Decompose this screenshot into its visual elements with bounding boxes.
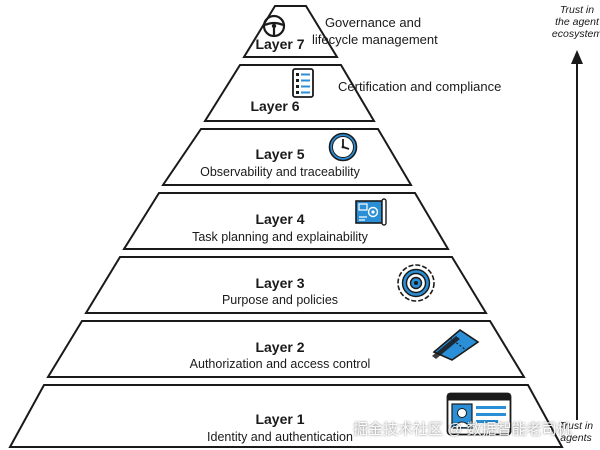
layer-2-subtitle: Authorization and access control — [189, 357, 371, 371]
layer-7-title: Layer 7 — [255, 36, 305, 52]
arrow-top-label-line-3: ecosystem — [551, 28, 600, 40]
layer-4-title: Layer 4 — [255, 211, 305, 227]
arrow-bottom-label-line-1: Trust in — [558, 420, 594, 432]
layer-6-title: Layer 6 — [250, 98, 300, 114]
arrow-bottom-label: Trust in agents — [553, 420, 599, 444]
layer-1-band — [8, 384, 564, 448]
layer-3-band — [84, 256, 488, 314]
blueprint-icon — [355, 198, 387, 226]
layer-3-subtitle: Purpose and policies — [221, 293, 339, 307]
layer-5-subtitle: Observability and traceability — [200, 165, 360, 179]
layer-7-subtitle-line-2: lifecycle management — [312, 32, 438, 47]
layer-1-subtitle: Identity and authentication — [207, 430, 353, 444]
arrow-top-label-line-2: the agent — [555, 16, 599, 28]
layer-6-band — [203, 64, 376, 122]
layer-7-subtitle: Governance and lifecycle management — [312, 14, 438, 48]
layer-7-subtitle-line-1: Governance and — [324, 15, 422, 30]
trust-arrow-head — [571, 50, 583, 64]
steering-wheel-icon — [262, 14, 286, 38]
layer-5-title: Layer 5 — [255, 146, 305, 162]
layer-3-title: Layer 3 — [255, 275, 305, 291]
id-card-icon — [446, 392, 512, 436]
arrow-top-label-line-1: Trust in — [559, 4, 595, 16]
target-icon — [397, 264, 435, 302]
layer-2-band — [46, 320, 526, 378]
watermark-text: 掘金技术社区 @ 数据智能老司机 — [353, 421, 572, 438]
ticket-icon — [432, 329, 480, 361]
layer-4-subtitle: Task planning and explainability — [192, 230, 368, 244]
checklist-icon — [292, 68, 314, 98]
layer-2-title: Layer 2 — [255, 339, 305, 355]
arrow-top-label: Trust in the agent ecosystem — [547, 4, 600, 40]
arrow-bottom-label-line-2: agents — [560, 432, 592, 444]
layer-6-subtitle: Certification and compliance — [338, 79, 502, 94]
layer-1-title: Layer 1 — [255, 411, 305, 427]
clock-icon — [328, 132, 358, 162]
